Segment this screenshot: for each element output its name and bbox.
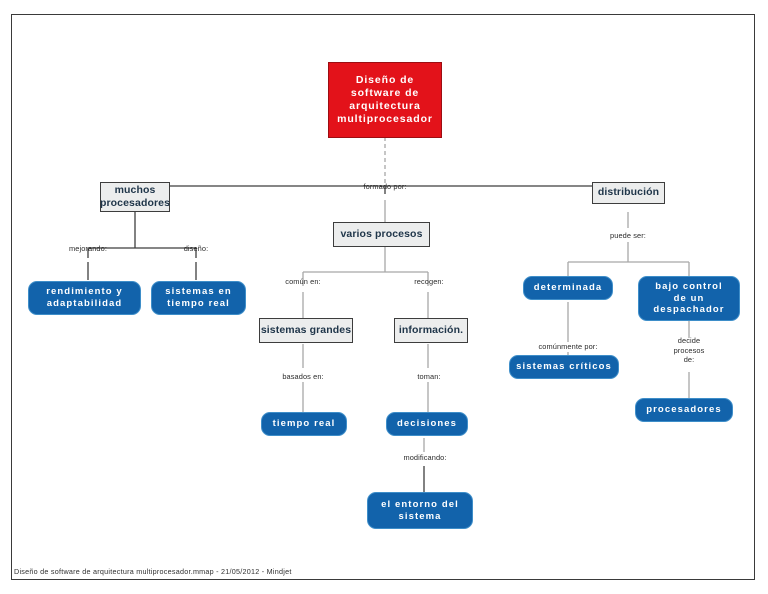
edge-label-basados-en: basados en: — [282, 372, 324, 381]
node-tiempo-real[interactable]: tiempo real — [261, 412, 347, 436]
node-determinada[interactable]: determinada — [523, 276, 613, 300]
node-distribucion[interactable]: distribución — [592, 182, 665, 204]
node-sistemas-grandes[interactable]: sistemas grandes — [259, 318, 353, 343]
edge-label-mejorando: mejorando: — [69, 244, 107, 253]
edge-label-puede-ser: puede ser: — [610, 231, 646, 240]
node-sistemas-en-tiempo-real[interactable]: sistemas en tiempo real — [151, 281, 246, 315]
edge-label-diseno: diseño: — [183, 244, 209, 253]
node-procesadores[interactable]: procesadores — [635, 398, 733, 422]
node-decisiones[interactable]: decisiones — [386, 412, 468, 436]
edge-label-formado-por: formado por: — [363, 182, 407, 191]
edge-label-comunmente-por: comúnmente por: — [538, 342, 598, 351]
node-informacion[interactable]: información. — [394, 318, 468, 343]
node-root[interactable]: Diseño de software de arquitectura multi… — [328, 62, 442, 138]
node-sistemas-criticos[interactable]: sistemas críticos — [509, 355, 619, 379]
node-varios-procesos[interactable]: varios procesos — [333, 222, 430, 247]
edge-label-modificando: modificando: — [403, 453, 447, 462]
edge-label-toman: toman: — [417, 372, 441, 381]
node-muchos-procesadores[interactable]: muchos procesadores — [100, 182, 170, 212]
edge-label-decide-procesos-de: decide procesos de: — [673, 336, 705, 365]
node-bajo-control-de-un-despachador[interactable]: bajo control de un despachador — [638, 276, 740, 321]
node-el-entorno-del-sistema[interactable]: el entorno del sistema — [367, 492, 473, 529]
footer-caption: Diseño de software de arquitectura multi… — [14, 567, 292, 576]
edge-label-comun-en: común en: — [285, 277, 321, 286]
edge-label-recogen: recogen: — [414, 277, 444, 286]
node-rendimiento-y-adaptabilidad[interactable]: rendimiento y adaptabilidad — [28, 281, 141, 315]
